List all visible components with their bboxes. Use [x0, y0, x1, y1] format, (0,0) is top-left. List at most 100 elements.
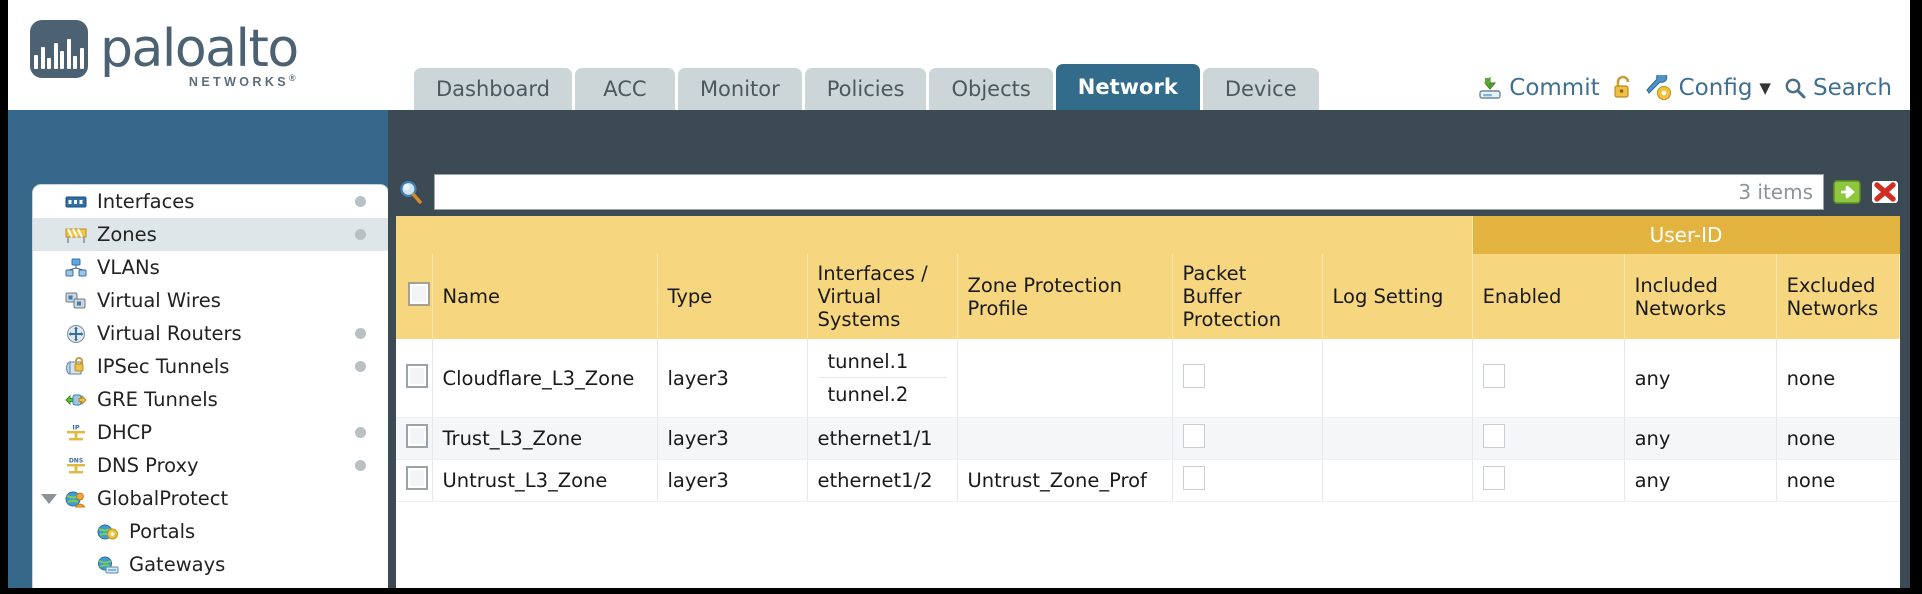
chevron-down-icon[interactable]: ▼	[1759, 79, 1771, 97]
zones-icon	[63, 224, 88, 246]
dhcp-icon: IP	[63, 422, 88, 444]
interface-entry: tunnel.2	[827, 383, 909, 406]
commit-label: Commit	[1509, 75, 1600, 101]
row-select-cell[interactable]	[396, 417, 433, 460]
svg-text:IP: IP	[72, 423, 79, 431]
status-dot-icon	[355, 427, 366, 438]
zone-name-link[interactable]: Trust_L3_Zone	[432, 417, 658, 460]
column-header-included: Included Networks	[1624, 254, 1777, 339]
portals-icon	[95, 521, 120, 543]
magnifier-icon	[1783, 76, 1807, 100]
status-dot-icon	[355, 361, 366, 372]
user-id-enabled-cell[interactable]	[1472, 339, 1625, 418]
gre-tunnels-icon	[63, 389, 88, 411]
search-button[interactable]: Search	[1783, 75, 1892, 101]
expand-twisty-icon[interactable]	[41, 493, 57, 504]
sidebar-item-virtual-wires[interactable]: Virtual Wires	[33, 284, 388, 317]
content-panel: 3 items	[388, 110, 1910, 588]
config-wrench-key-icon	[1645, 71, 1673, 101]
red-x-clear-icon[interactable]	[1870, 177, 1900, 207]
row-select-cell[interactable]	[396, 339, 433, 418]
sidebar-item-vlans[interactable]: VLANs	[33, 251, 388, 284]
packet-buffer-checkbox[interactable]	[1182, 363, 1205, 388]
group-header-spacer	[396, 216, 1473, 254]
svg-text:DNS: DNS	[68, 457, 82, 464]
sidebar-item-label: DNS Proxy	[97, 454, 199, 477]
group-header-row: User-ID	[396, 216, 1900, 254]
zone-name-link[interactable]: Untrust_L3_Zone	[432, 459, 658, 502]
zone-name-link[interactable]: Cloudflare_L3_Zone	[432, 339, 658, 418]
user-id-enabled-cell[interactable]	[1472, 459, 1625, 502]
sidebar-item-label: Portals	[129, 520, 196, 543]
tab-objects[interactable]: Objects	[929, 68, 1053, 110]
sidebar-item-label: Virtual Routers	[97, 322, 242, 345]
packet-buffer-checkbox[interactable]	[1182, 424, 1205, 448]
log-setting-cell	[1322, 459, 1473, 502]
zone-protection-cell	[957, 339, 1173, 418]
sidebar-item-portals[interactable]: Portals	[33, 515, 388, 548]
tab-device[interactable]: Device	[1202, 68, 1319, 110]
filter-input-wrapper[interactable]: 3 items	[434, 174, 1824, 210]
sidebar-item-globalprotect[interactable]: GlobalProtect	[33, 482, 388, 515]
config-menu[interactable]: Config ▼	[1645, 71, 1771, 101]
select-all-checkbox[interactable]	[408, 282, 430, 306]
sidebar-item-ipsec-tunnels[interactable]: IPSec Tunnels	[33, 350, 388, 383]
packet-buffer-cell[interactable]	[1172, 459, 1323, 502]
sidebar-item-dns-proxy[interactable]: DNS DNS Proxy	[33, 449, 388, 482]
column-header-zone_protection: Zone Protection Profile	[957, 254, 1173, 339]
sidebar-item-label: IPSec Tunnels	[97, 355, 230, 378]
tab-network[interactable]: Network	[1055, 64, 1200, 110]
interfaces-icon	[63, 191, 88, 213]
excluded-networks-cell: none	[1776, 417, 1900, 460]
row-checkbox[interactable]	[406, 466, 428, 490]
select-all-header	[396, 254, 433, 339]
row-checkbox[interactable]	[406, 424, 428, 448]
sidebar-item-interfaces[interactable]: Interfaces	[33, 185, 388, 218]
filter-input[interactable]	[435, 175, 1739, 209]
green-arrow-apply-icon[interactable]	[1832, 177, 1862, 207]
packet-buffer-cell[interactable]	[1172, 339, 1323, 418]
zone-protection-cell: Untrust_Zone_Prof	[957, 459, 1173, 502]
user-id-enabled-checkbox[interactable]	[1482, 466, 1505, 490]
user-id-enabled-cell[interactable]	[1472, 417, 1625, 460]
tab-dashboard[interactable]: Dashboard	[414, 68, 572, 110]
sidebar-item-dhcp[interactable]: IP DHCP	[33, 416, 388, 449]
status-dot-icon	[355, 196, 366, 207]
interfaces-cell: ethernet1/2	[807, 459, 958, 502]
sidebar-item-label: GlobalProtect	[97, 487, 229, 510]
tab-acc[interactable]: ACC	[574, 68, 675, 110]
column-header-excluded: Excluded Networks	[1776, 254, 1900, 339]
lock-button[interactable]	[1612, 75, 1634, 101]
sidebar-item-label: VLANs	[97, 256, 160, 279]
status-dot-icon	[355, 460, 366, 471]
tab-monitor[interactable]: Monitor	[677, 68, 802, 110]
packet-buffer-cell[interactable]	[1172, 417, 1323, 460]
commit-button[interactable]: Commit	[1477, 75, 1600, 101]
user-id-enabled-checkbox[interactable]	[1482, 363, 1505, 388]
packet-buffer-checkbox[interactable]	[1182, 466, 1205, 490]
paloalto-logo-mark-icon	[30, 20, 88, 78]
sidebar-item-virtual-routers[interactable]: Virtual Routers	[33, 317, 388, 350]
ipsec-tunnels-icon	[63, 356, 88, 378]
included-networks-cell: any	[1624, 459, 1777, 502]
row-checkbox[interactable]	[406, 363, 428, 388]
search-icon[interactable]	[396, 178, 426, 206]
column-header-type: Type	[657, 254, 808, 339]
group-header-user-id: User-ID	[1472, 216, 1900, 254]
user-id-enabled-checkbox[interactable]	[1482, 424, 1505, 448]
sidebar-item-gre-tunnels[interactable]: GRE Tunnels	[33, 383, 388, 416]
tab-policies[interactable]: Policies	[804, 68, 927, 110]
sidebar-item-label: Interfaces	[97, 190, 195, 213]
row-select-cell[interactable]	[396, 459, 433, 502]
sidebar-item-gateways[interactable]: Gateways	[33, 548, 388, 581]
sidebar-item-zones[interactable]: Zones	[33, 218, 388, 251]
excluded-networks-cell: none	[1776, 339, 1900, 418]
sidebar-item-label: DHCP	[97, 421, 153, 444]
